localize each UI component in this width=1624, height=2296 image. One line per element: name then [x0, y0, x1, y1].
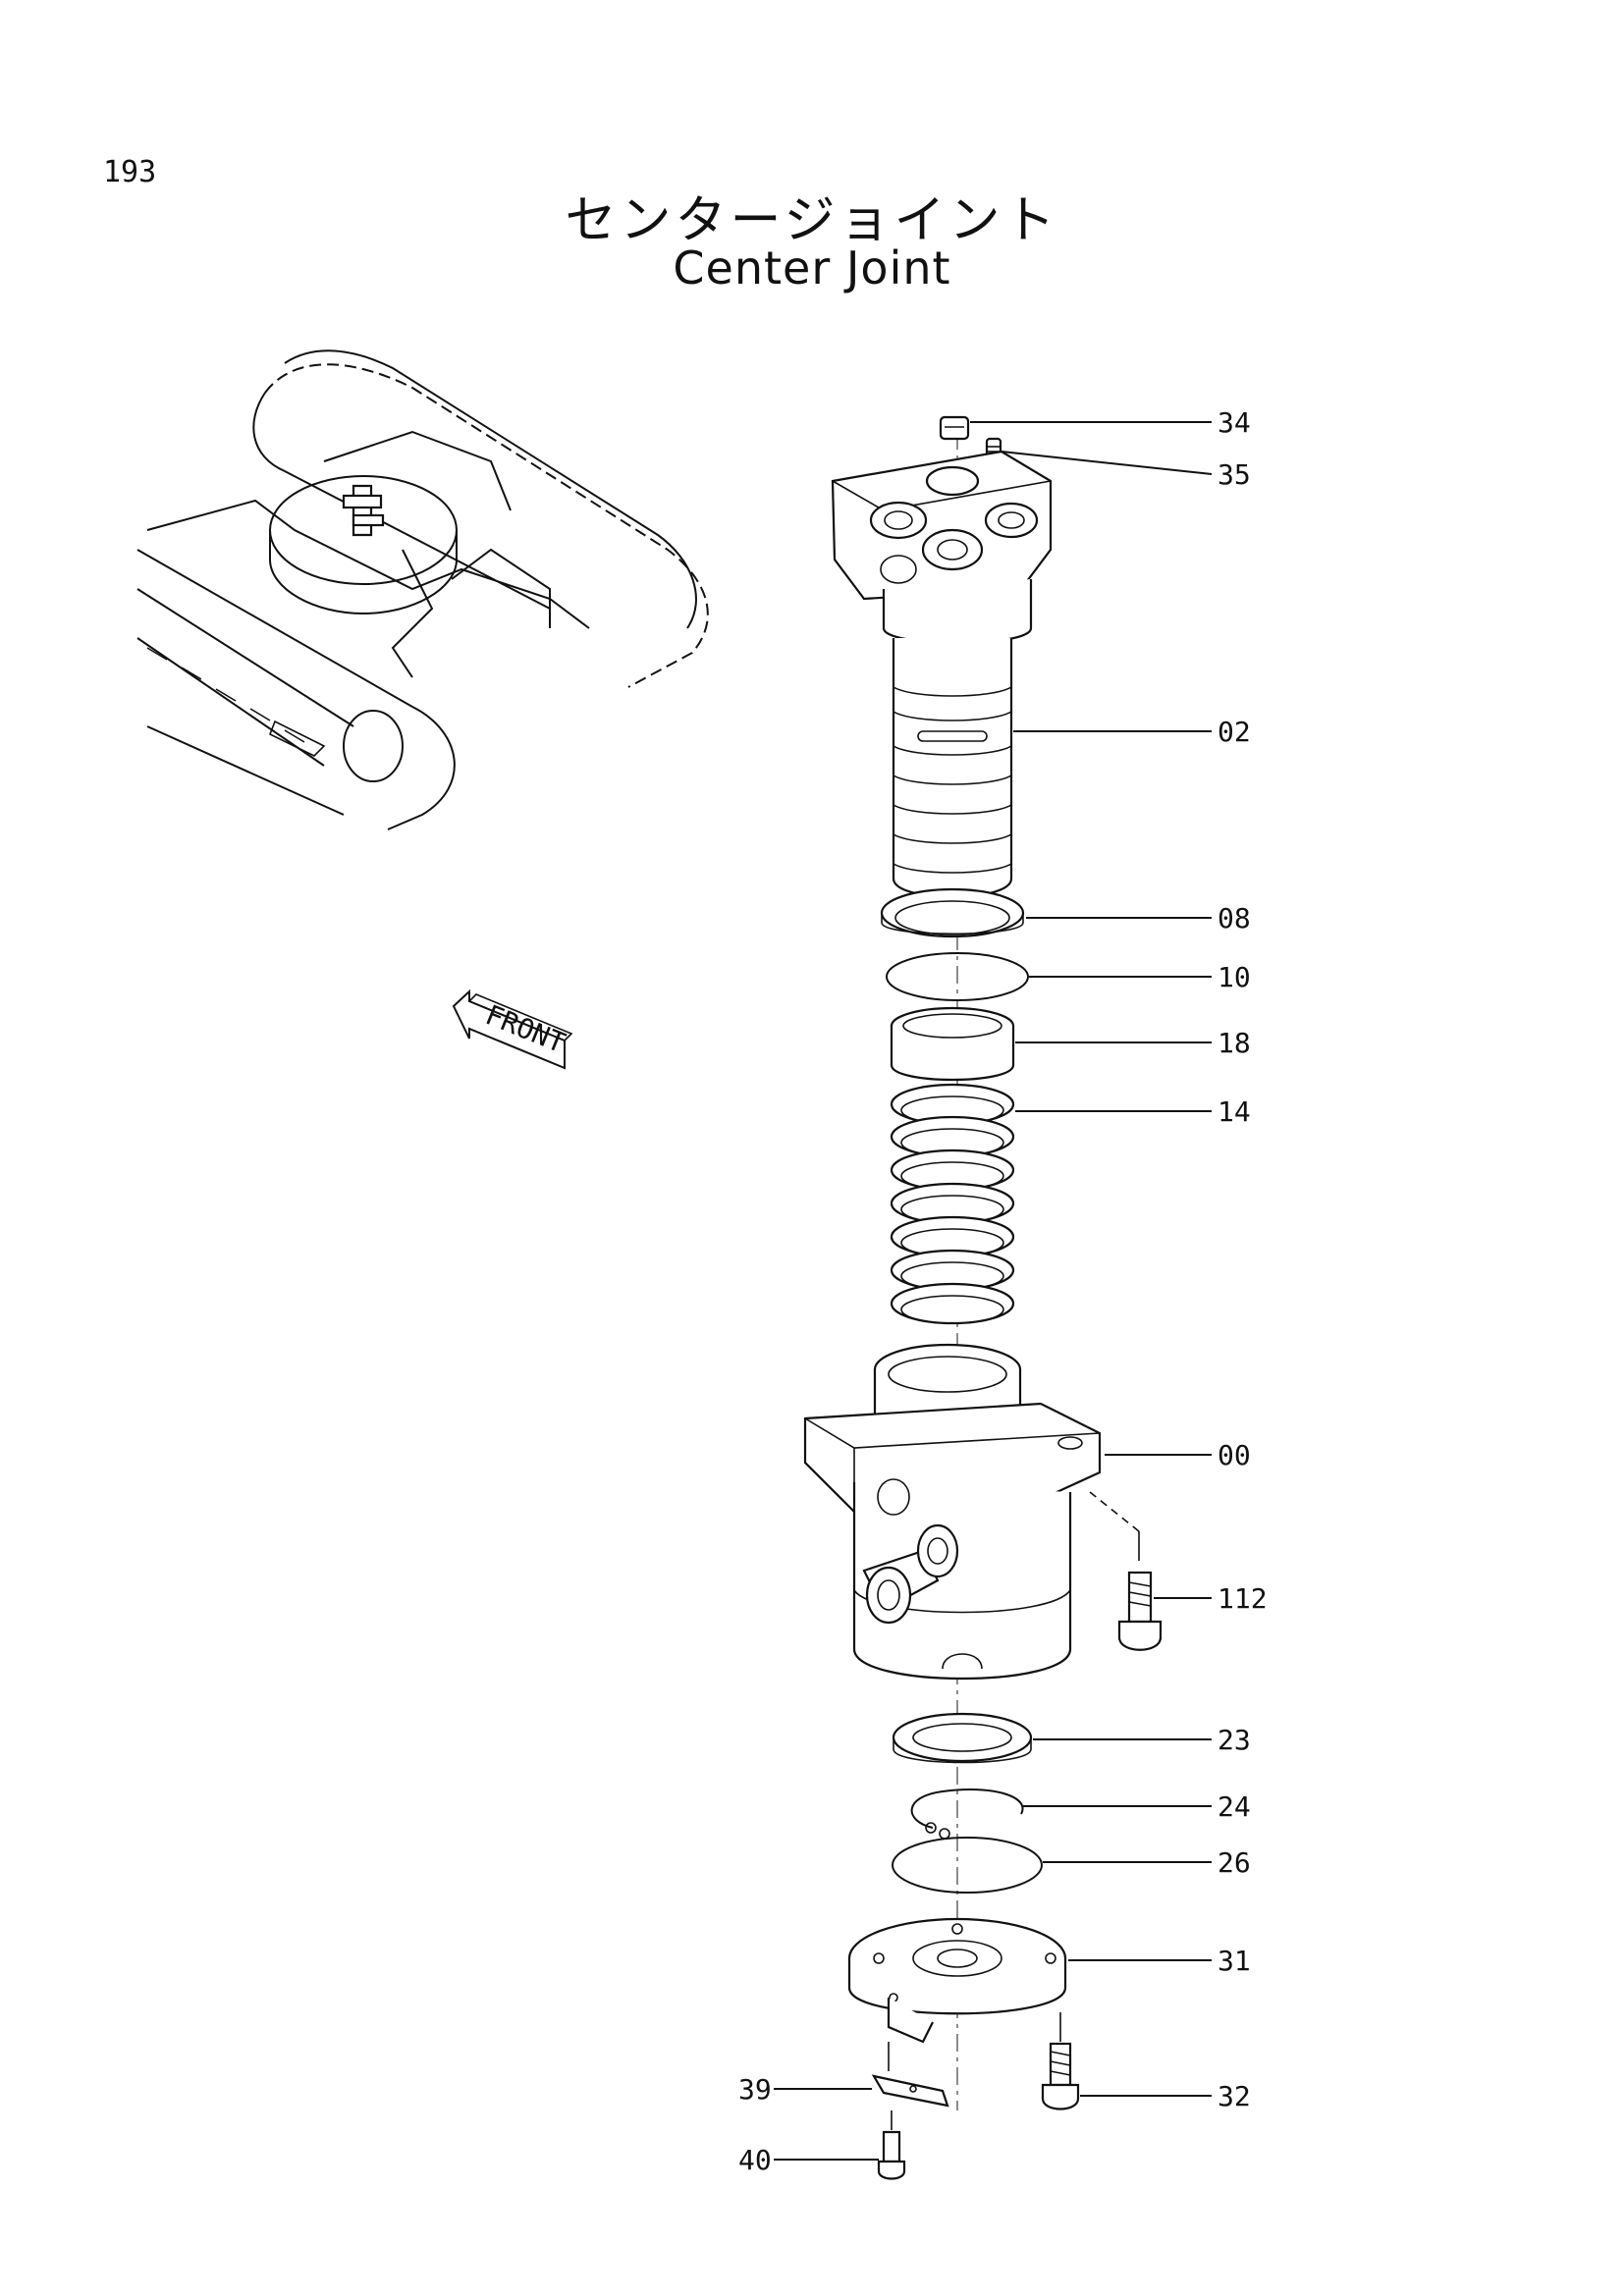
callout-label-14: 14	[1218, 1095, 1251, 1128]
callout-label-40: 40	[738, 2144, 772, 2176]
callout-label-24: 24	[1218, 1790, 1251, 1823]
part-24-snap-ring	[910, 1788, 1024, 1840]
callout-label-18: 18	[1218, 1027, 1251, 1059]
part-10-o-ring	[886, 952, 1029, 1001]
front-label: FRONT	[481, 998, 570, 1059]
undercarriage-illustration	[136, 349, 709, 830]
callout-label-35: 35	[1218, 458, 1251, 491]
callout-leaders	[774, 421, 1213, 2161]
callout-label-08: 08	[1218, 902, 1251, 934]
part-08-seal	[880, 887, 1025, 938]
callout-label-39: 39	[738, 2073, 772, 2106]
callout-label-31: 31	[1218, 1945, 1251, 1977]
part-40-bolt	[877, 2110, 906, 2180]
title-english: Center Joint	[673, 241, 951, 294]
callout-label-34: 34	[1218, 406, 1251, 439]
part-14-seal-stack	[890, 1083, 1015, 1325]
page-number: 193	[103, 155, 157, 189]
part-02-spindle	[831, 450, 1053, 898]
callout-label-02: 02	[1218, 716, 1251, 748]
front-direction-arrow: FRONT	[452, 988, 573, 1070]
callout-label-00: 00	[1218, 1439, 1251, 1471]
part-32-bolt	[1041, 2012, 1080, 2110]
part-18-ring	[890, 1006, 1015, 1082]
part-26-o-ring	[892, 1837, 1043, 1894]
seal-ring-inner	[900, 1295, 1004, 1324]
callout-labels: 34 35 02 08 10 18 14 00 112 23 24 26 31 32 39 40	[738, 406, 1268, 2176]
callout-label-23: 23	[1218, 1724, 1251, 1756]
part-112-bolt	[1089, 1491, 1163, 1651]
callout-label-10: 10	[1218, 961, 1251, 993]
part-31-cover	[847, 1917, 1067, 2044]
part-34-plug	[939, 415, 970, 441]
leader-line-35	[1001, 451, 1213, 475]
callout-label-32: 32	[1218, 2080, 1251, 2112]
part-39-plate	[871, 2042, 949, 2108]
callout-label-112: 112	[1218, 1582, 1268, 1615]
part-00-body	[803, 1343, 1102, 1681]
title-japanese: センタージョイント	[565, 191, 1059, 250]
part-23-washer	[892, 1712, 1033, 1764]
callout-label-26: 26	[1218, 1846, 1251, 1879]
